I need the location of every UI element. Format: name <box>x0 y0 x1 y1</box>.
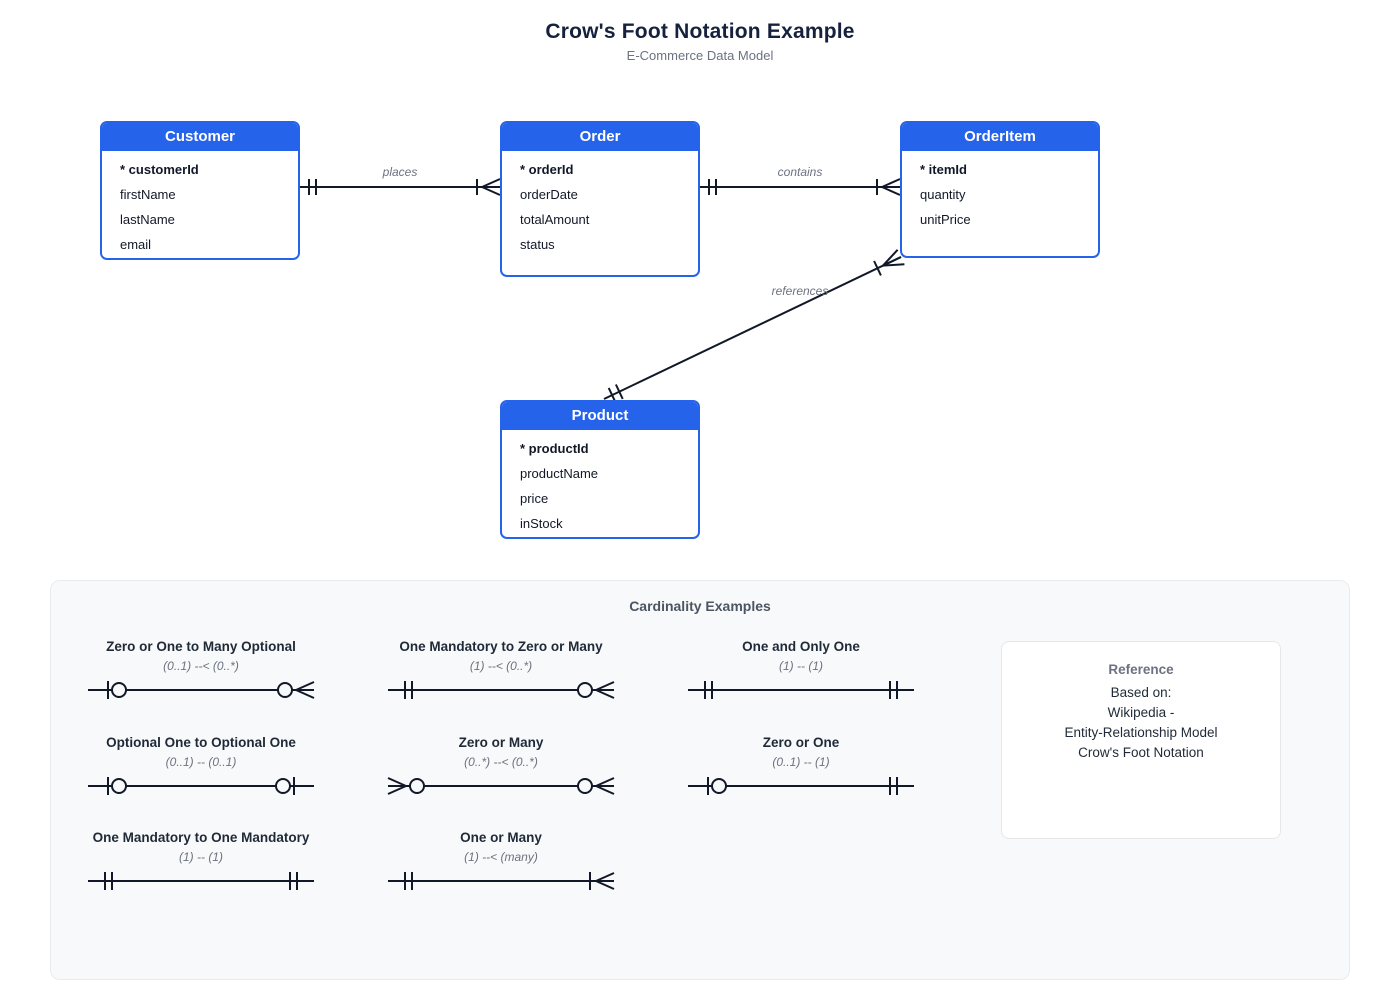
field-status: status <box>520 237 555 252</box>
entity-orderitem-fields: * itemId quantity unitPrice <box>902 151 1098 232</box>
cardinality-line <box>387 777 615 795</box>
reference-line: Wikipedia - <box>1107 705 1175 720</box>
example-zero-or-one-to-many-optional: Zero or One to Many Optional (0..1) --< … <box>51 639 351 703</box>
reference-body: Based on: Wikipedia - Entity-Relationshi… <box>1002 683 1280 763</box>
reference-line: Crow's Foot Notation <box>1078 745 1204 760</box>
example-notation: (0..1) -- (1) <box>772 755 830 769</box>
example-notation: (1) -- (1) <box>179 850 223 864</box>
field-instock: inStock <box>520 516 563 531</box>
cardinality-line <box>388 872 615 890</box>
cardinality-line <box>88 777 314 795</box>
reference-card: Reference Based on: Wikipedia - Entity-R… <box>1001 641 1281 839</box>
field-orderdate: orderDate <box>520 187 578 202</box>
example-title: One and Only One <box>742 639 860 654</box>
field-totalamount: totalAmount <box>520 212 590 227</box>
example-title: Zero or Many <box>458 735 544 750</box>
example-title: One Mandatory to One Mandatory <box>92 830 310 845</box>
example-zero-or-one: Zero or One (0..1) -- (1) <box>651 735 951 799</box>
entity-order[interactable]: Order * orderId orderDate totalAmount st… <box>500 121 700 277</box>
field-email: email <box>120 237 152 252</box>
cardinality-panel-title: Cardinality Examples <box>629 598 771 614</box>
field-firstname: firstName <box>120 187 176 202</box>
cardinality-line <box>688 777 914 795</box>
cardinality-line <box>88 872 314 890</box>
field-orderid: * orderId <box>520 162 574 177</box>
cardinality-panel: Cardinality Examples Zero or One to Many… <box>50 580 1350 980</box>
relationship-label-contains: contains <box>778 165 823 179</box>
entity-product-fields: * productId productName price inStock <box>502 430 698 536</box>
field-price: price <box>520 491 549 506</box>
reference-line: Entity-Relationship Model <box>1064 725 1218 740</box>
field-lastname: lastName <box>120 212 175 227</box>
entity-customer-title: Customer <box>102 123 298 151</box>
entity-customer-fields: * customerId firstName lastName email <box>102 151 298 257</box>
entity-order-title: Order <box>502 123 698 151</box>
example-notation: (0..1) --< (0..*) <box>163 659 239 673</box>
example-one-mandatory-to-zero-or-many: One Mandatory to Zero or Many (1) --< (0… <box>351 639 651 703</box>
field-quantity: quantity <box>920 187 966 202</box>
page-title: Crow's Foot Notation Example <box>545 20 855 43</box>
entity-orderitem-title: OrderItem <box>902 123 1098 151</box>
example-one-or-many: One or Many (1) --< (many) <box>351 830 651 894</box>
example-zero-or-many: Zero or Many (0..*) --< (0..*) <box>351 735 651 799</box>
example-one-and-only-one: One and Only One (1) -- (1) <box>651 639 951 703</box>
relationship-label-references: references <box>772 284 829 298</box>
example-notation: (1) -- (1) <box>779 659 823 673</box>
cardinality-line <box>688 681 914 699</box>
field-itemid: * itemId <box>920 162 967 177</box>
reference-title: Reference <box>1108 662 1174 677</box>
page-subtitle: E-Commerce Data Model <box>626 48 774 63</box>
example-notation: (1) --< (many) <box>464 850 538 864</box>
relationship-places: places <box>300 165 501 196</box>
example-title: Optional One to Optional One <box>106 735 296 750</box>
relationship-label-places: places <box>382 165 418 179</box>
entity-product[interactable]: Product * productId productName price in… <box>500 400 700 539</box>
field-unitprice: unitPrice <box>920 212 971 227</box>
field-customerid: * customerId <box>120 162 199 177</box>
cardinality-line <box>388 681 615 699</box>
example-title: Zero or One <box>762 735 840 750</box>
entity-product-title: Product <box>502 402 698 430</box>
example-title: One Mandatory to Zero or Many <box>399 639 603 654</box>
example-notation: (0..*) --< (0..*) <box>464 755 538 769</box>
field-productname: productName <box>520 466 599 481</box>
example-title: Zero or One to Many Optional <box>106 639 296 654</box>
reference-line: Based on: <box>1110 685 1172 700</box>
example-one-mandatory-to-one-mandatory: One Mandatory to One Mandatory (1) -- (1… <box>51 830 351 894</box>
entity-orderitem[interactable]: OrderItem * itemId quantity unitPrice <box>900 121 1100 258</box>
example-notation: (0..1) -- (0..1) <box>165 755 237 769</box>
example-optional-one-to-optional-one: Optional One to Optional One (0..1) -- (… <box>51 735 351 799</box>
entity-order-fields: * orderId orderDate totalAmount status <box>502 151 698 257</box>
relationship-contains: contains <box>700 165 901 196</box>
example-notation: (1) --< (0..*) <box>469 659 533 673</box>
field-productid: * productId <box>520 441 589 456</box>
example-title: One or Many <box>460 830 542 845</box>
cardinality-line <box>88 681 315 699</box>
relationship-references: references <box>603 249 905 403</box>
entity-customer[interactable]: Customer * customerId firstName lastName… <box>100 121 300 260</box>
